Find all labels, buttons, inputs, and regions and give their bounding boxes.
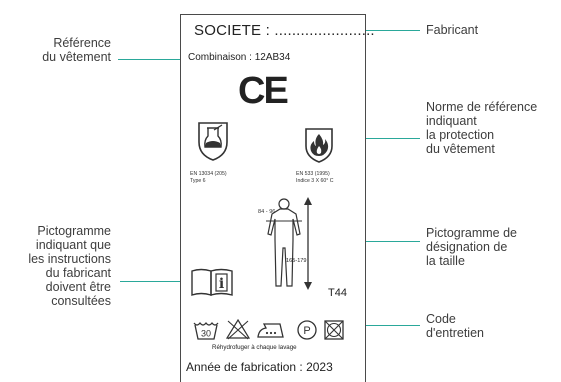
callout-care-code-line: Code [426, 312, 456, 326]
callout-manufacturer-line: Fabricant [426, 23, 479, 37]
care-note: Réhydrofuger à chaque lavage [212, 344, 297, 351]
callout-manufacturer: Fabricant [426, 23, 478, 37]
no-tumble-dry-icon [324, 320, 344, 340]
ce-mark: CE [238, 70, 289, 112]
dryclean-letter: P [303, 325, 310, 337]
standard-right: EN 533 (1995) Indice 3 X 60° C [296, 171, 334, 185]
height-size: 165-179 [286, 258, 307, 264]
combination-code: Combinaison : 12AB34 [188, 52, 291, 63]
callout-instructions-line: les instructions [28, 252, 111, 266]
size-code: T44 [328, 287, 347, 299]
washtub-icon: 30 [193, 322, 219, 340]
leader-care-code [364, 325, 420, 326]
svg-text:i: i [219, 276, 224, 292]
callout-instructions-line: Pictogramme [37, 224, 111, 238]
manual-info-icon: i [191, 268, 233, 296]
dryclean-icon: P [297, 320, 317, 340]
callout-size-pictogram-line: Pictogramme de [426, 226, 518, 240]
callout-norm-line: la protection [426, 128, 495, 142]
leader-norm [352, 138, 420, 139]
callout-reference: Référence du vêtement [20, 36, 111, 64]
no-bleach-icon [226, 318, 250, 340]
callout-size-pictogram-line: la taille [426, 254, 465, 268]
chemical-protection-icon [198, 122, 228, 161]
callout-norm: Norme de référence indiquant la protecti… [426, 100, 537, 156]
body-size-icon [266, 197, 312, 290]
callout-size-pictogram: Pictogramme de désignation de la taille [426, 226, 517, 268]
callout-reference-line: du vêtement [42, 50, 111, 64]
callout-instructions-line: du fabricant [45, 266, 111, 280]
callout-instructions-line: indiquant que [35, 238, 111, 252]
manufacture-year: Année de fabrication : 2023 [186, 360, 333, 374]
wash-temp: 30 [201, 329, 211, 339]
standard-right-line1: EN 533 (1995) [296, 171, 330, 177]
standard-left-line1: EN 13034 (205) [190, 171, 227, 177]
leader-reference [118, 59, 188, 60]
callout-instructions: Pictogramme indiquant que les instructio… [10, 224, 111, 308]
callout-instructions-line: consultées [51, 294, 111, 308]
callout-size-pictogram-line: désignation de [426, 240, 508, 254]
standard-right-line2: Indice 3 X 60° C [296, 178, 334, 184]
standard-left: EN 13034 (205) Type 6 [190, 171, 227, 185]
callout-care-code: Code d'entretien [426, 312, 484, 340]
flame-protection-icon [305, 128, 333, 163]
callout-instructions-line: doivent être [45, 280, 111, 294]
callout-care-code-line: d'entretien [426, 326, 484, 340]
leader-instructions [120, 281, 192, 282]
chest-size: 84 - 96 [258, 209, 276, 215]
leader-manufacturer [360, 30, 420, 31]
callout-norm-line: Norme de référence [426, 100, 538, 114]
standard-left-line2: Type 6 [190, 178, 206, 184]
callout-norm-line: indiquant [426, 114, 477, 128]
leader-size-pictogram [316, 241, 420, 242]
company-field: SOCIETE : ....................... [194, 22, 375, 39]
callout-reference-line: Référence [53, 36, 111, 50]
callout-norm-line: du vêtement [426, 142, 495, 156]
iron-icon [257, 323, 284, 338]
